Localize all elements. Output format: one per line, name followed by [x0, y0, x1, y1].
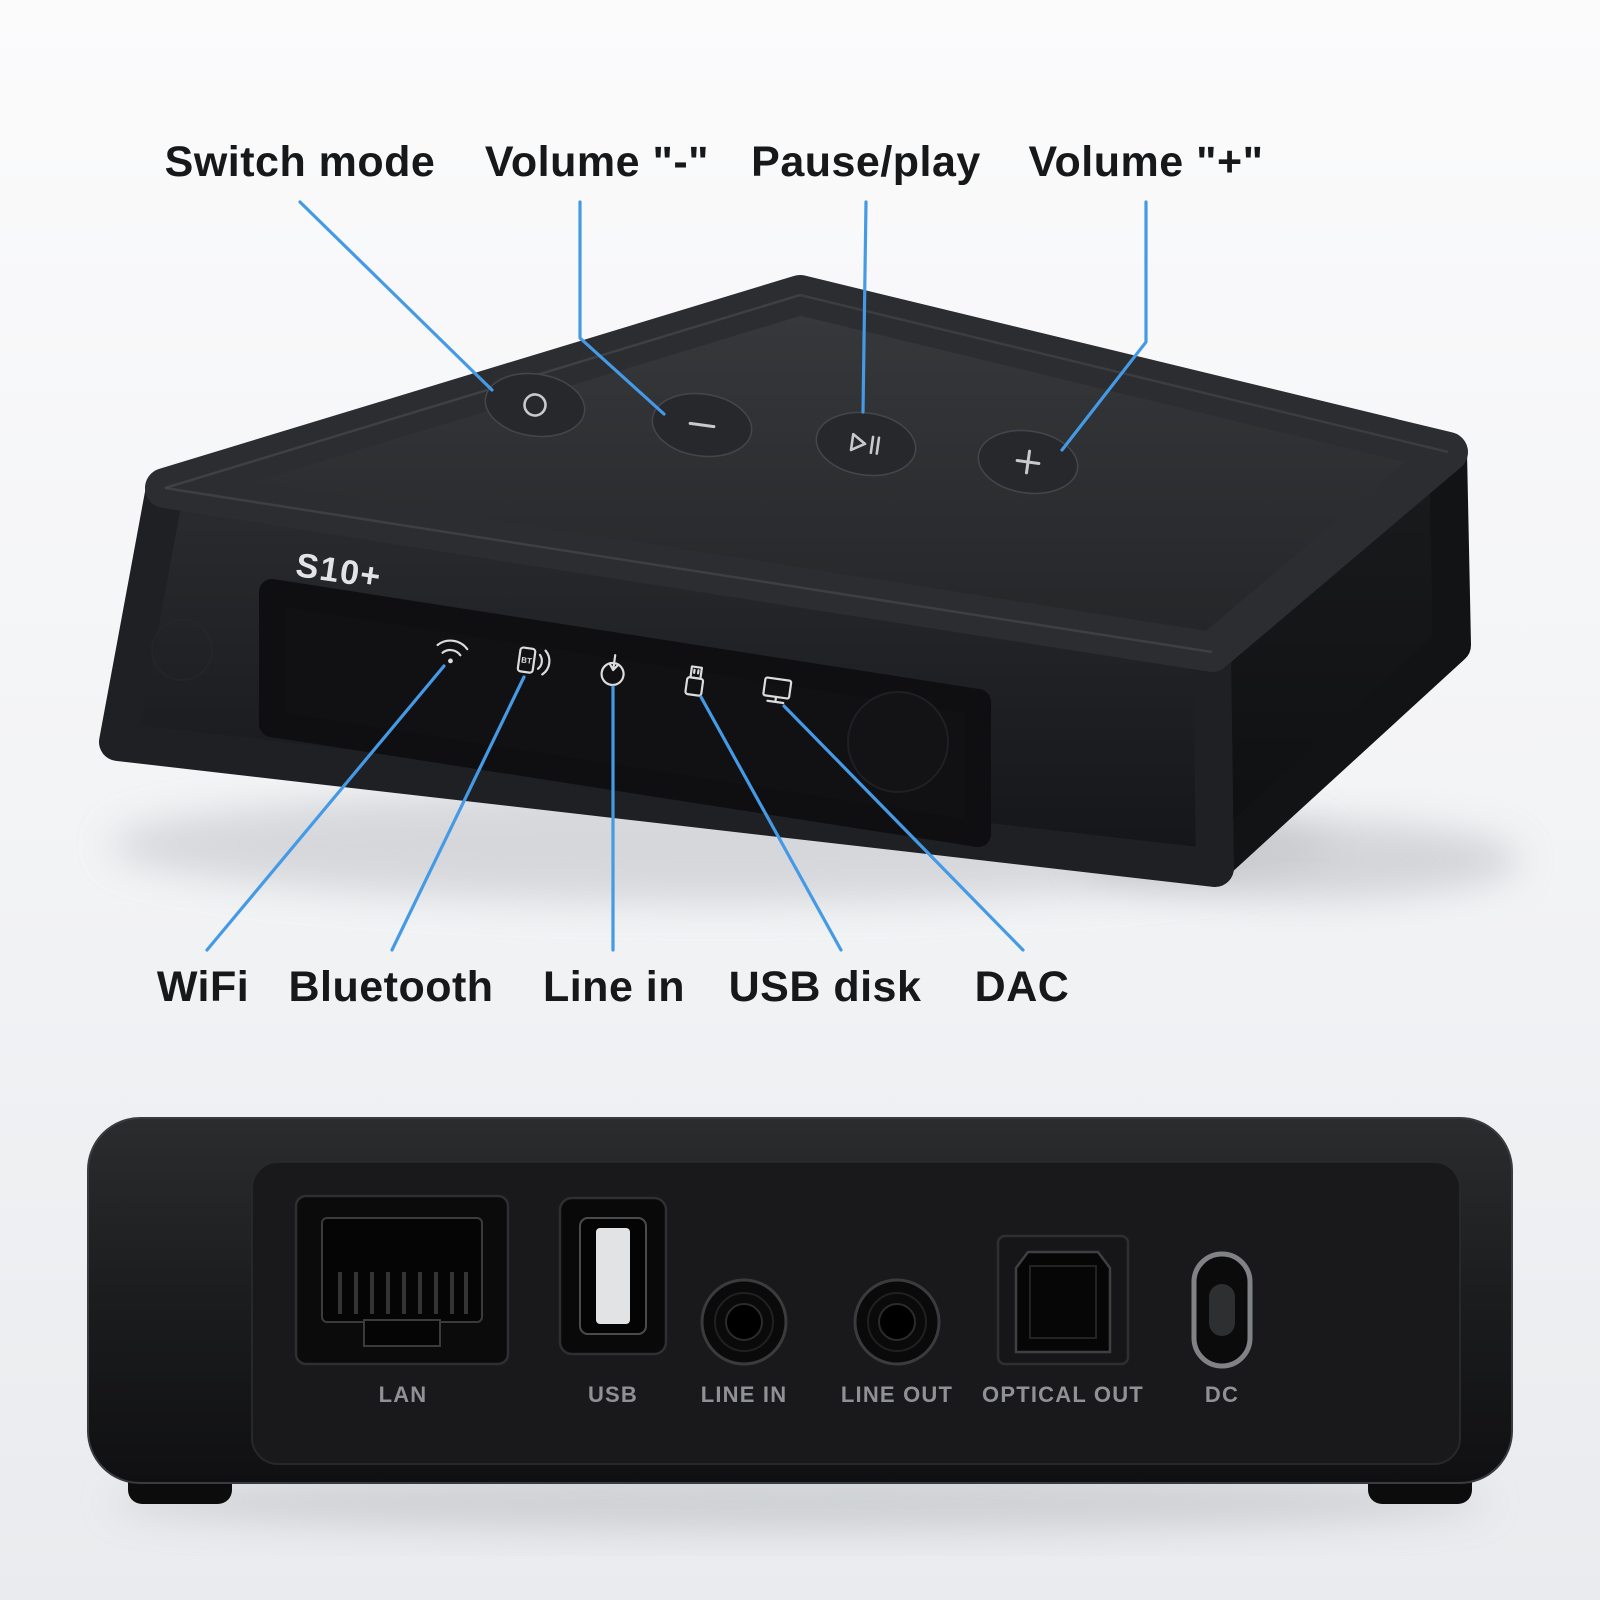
annotation-volume-plus: Volume "+" [1028, 138, 1264, 186]
port-label-lan: LAN [378, 1382, 428, 1407]
port-label-line-in: LINE IN [700, 1382, 788, 1407]
annotation-bluetooth: Bluetooth [288, 963, 494, 1011]
volume-minus-button [651, 392, 753, 458]
annotation-wifi: WiFi [156, 963, 250, 1011]
panel-circle-detail [847, 691, 949, 793]
usb-disk-icon [684, 665, 705, 697]
minus-icon [688, 421, 716, 429]
line-in-icon [600, 654, 625, 687]
leader-line-bluetooth [390, 675, 526, 952]
bluetooth-badge: BT [521, 655, 533, 665]
volume-plus-button [977, 429, 1079, 495]
wifi-icon [436, 639, 469, 664]
usb-tongue [596, 1228, 630, 1324]
annotation-lines [205, 200, 1148, 952]
play-pause-button [815, 411, 917, 477]
dac-icon [762, 676, 793, 705]
usb-port [558, 1196, 668, 1356]
annotation-line-in: Line in [542, 963, 686, 1011]
leader-line-usb-disk [699, 695, 843, 952]
switch-mode-button [484, 372, 586, 438]
annotation-usb-disk: USB disk [728, 963, 922, 1011]
play-pause-icon [849, 432, 881, 455]
front-display-panel: BT [151, 579, 991, 847]
annotation-pause-play: Pause/play [751, 138, 981, 186]
optical-out-port [996, 1234, 1130, 1366]
front-circle-detail [151, 619, 213, 681]
port-label-usb: USB [587, 1382, 639, 1407]
rim-highlight [164, 293, 801, 490]
leader-line-switch-mode [298, 200, 494, 392]
leader-line-pause-play [861, 200, 868, 414]
port-label-optical-out: OPTICAL OUT [982, 1382, 1144, 1407]
port-label-line-out: LINE OUT [840, 1382, 954, 1407]
streamer-top-view: BT [99, 275, 1520, 903]
line-out-jack [853, 1278, 941, 1366]
leader-line-dac [782, 704, 1025, 952]
switch-mode-icon [523, 393, 547, 417]
leader-line-wifi [205, 664, 446, 952]
annotation-dac: DAC [974, 963, 1070, 1011]
leader-line-volume-minus [578, 200, 666, 416]
top-buttons [484, 372, 1079, 495]
rim-highlight [164, 486, 1213, 654]
line-in-jack [700, 1278, 788, 1366]
dc-port [1191, 1251, 1253, 1369]
lan-port [294, 1194, 510, 1366]
annotation-switch-mode: Switch mode [164, 138, 436, 186]
rim-highlight [799, 293, 1449, 454]
lan-pins [338, 1272, 468, 1314]
rear-shadow [110, 1472, 1490, 1532]
plus-icon [1015, 449, 1041, 475]
annotation-volume-minus: Volume "-" [484, 138, 710, 186]
bluetooth-icon: BT [516, 646, 551, 676]
streamer-rear-view [87, 1117, 1513, 1532]
port-label-dc: DC [1204, 1382, 1240, 1407]
leader-line-volume-plus [1060, 200, 1148, 452]
